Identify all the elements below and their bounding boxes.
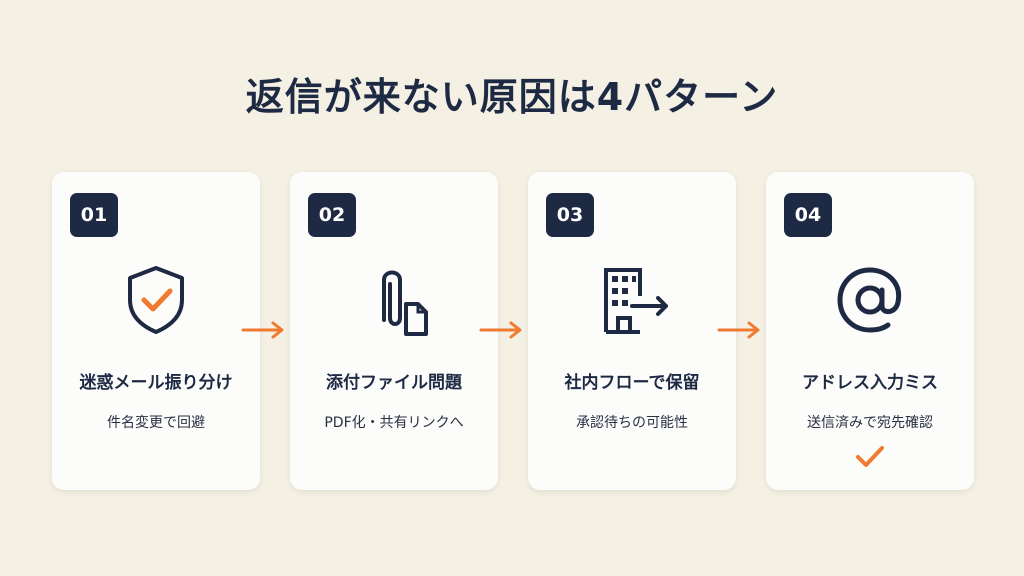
at-sign-icon [837,267,902,333]
card-heading: 迷惑メール振り分け [79,373,233,393]
card-heading: 添付ファイル問題 [326,373,462,393]
page-title: 返信が来ない原因は4パターン [245,75,779,119]
paperclip-document-icon [382,270,428,336]
building-arrow-icon [604,268,668,334]
arrow-right-icon [717,321,760,339]
arrow-right-icon [479,321,522,339]
step-badge: 01 [70,193,118,237]
card-subtext: 承認待ちの可能性 [576,415,688,431]
card-spam-filter: 01 迷惑メール振り分け 件名変更で回避 [52,172,260,490]
card-subtext: 件名変更で回避 [107,415,205,431]
card-subtext: PDF化・共有リンクへ [324,415,464,431]
card-heading: アドレス入力ミス [802,373,938,393]
card-heading: 社内フローで保留 [564,373,700,393]
step-badge: 03 [546,193,594,237]
step-badge: 02 [308,193,356,237]
checkmark-icon [856,446,884,467]
card-subtext: 送信済みで宛先確認 [807,415,933,431]
step-badge: 04 [784,193,832,237]
card-internal-flow: 03 社内フローで保留 承認待ちの可能性 [528,172,736,490]
card-attachment: 02 添付ファイル問題 PDF化・共有リンクへ [290,172,498,490]
arrow-right-icon [241,321,284,339]
shield-check-icon [128,266,184,334]
card-address-typo: 04 アドレス入力ミス 送信済みで宛先確認 [766,172,974,490]
